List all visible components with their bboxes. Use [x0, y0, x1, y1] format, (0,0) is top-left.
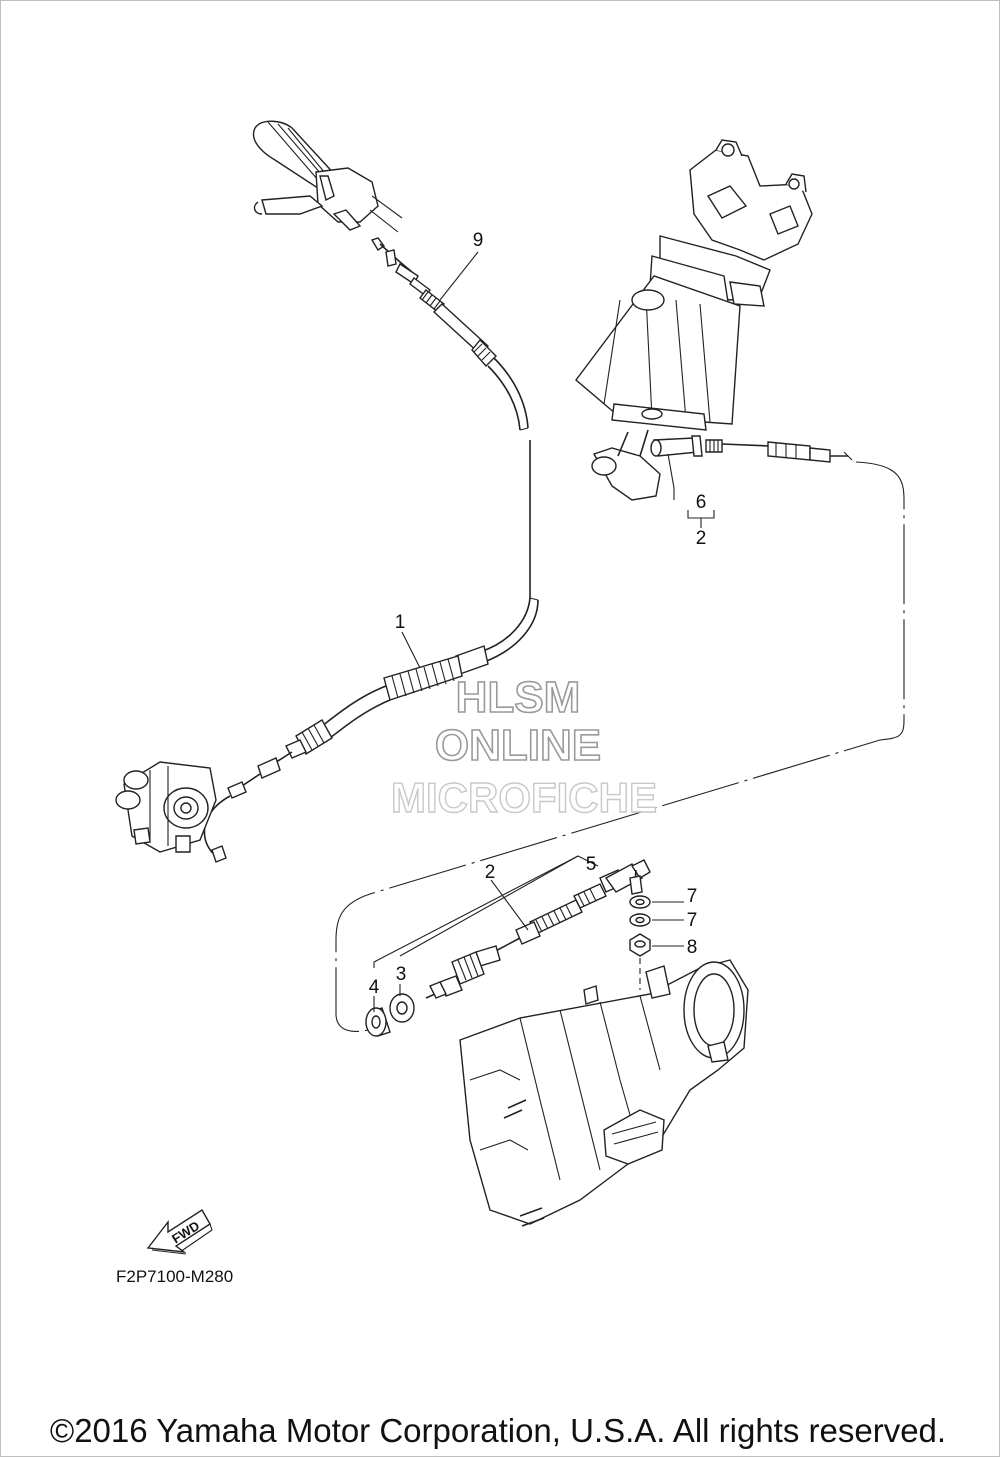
- callout-2-lower: 2: [485, 862, 496, 883]
- watermark-line-2: ONLINE: [435, 721, 601, 770]
- joint-part-5: [604, 859, 651, 895]
- watermark: HLSM ONLINE MICROFICHE: [390, 672, 657, 822]
- washer-part-7a: [629, 895, 651, 909]
- cable-part-2-lower: [425, 869, 625, 999]
- jet-pump-housing: [459, 959, 749, 1227]
- callout-6: 6: [696, 492, 707, 513]
- callout-3: 3: [396, 964, 407, 985]
- handlebar-grip-assembly: [252, 120, 403, 233]
- throttle-body: [115, 761, 217, 853]
- joint-part-6: [650, 435, 703, 457]
- callout-2-upper: 2: [696, 528, 707, 549]
- fwd-arrow: FWD: [146, 1209, 213, 1255]
- callout-7b: 7: [687, 910, 698, 931]
- callout-leaders: [373, 251, 715, 1012]
- callout-8: 8: [687, 937, 698, 958]
- throttle-cable: [370, 237, 539, 663]
- callout-9: 9: [473, 230, 484, 251]
- collar-part-4: [365, 1007, 391, 1037]
- diagram-code: F2P7100-M280: [116, 1267, 233, 1286]
- callout-1: 1: [395, 612, 406, 633]
- cable-part-1: [203, 645, 489, 863]
- watermark-line-1: HLSM: [456, 673, 581, 722]
- nut-part-8: [629, 933, 651, 957]
- watermark-line-3: MICROFICHE: [391, 774, 657, 821]
- callout-5: 5: [586, 854, 597, 875]
- copyright-notice: ©2016 Yamaha Motor Corporation, U.S.A. A…: [50, 1412, 946, 1449]
- steering-column: [575, 139, 813, 501]
- callout-4: 4: [369, 977, 380, 998]
- washer-part-3: [389, 993, 415, 1023]
- washer-part-7b: [629, 913, 651, 927]
- cable-part-2-upper: [335, 439, 905, 1032]
- callout-7a: 7: [687, 886, 698, 907]
